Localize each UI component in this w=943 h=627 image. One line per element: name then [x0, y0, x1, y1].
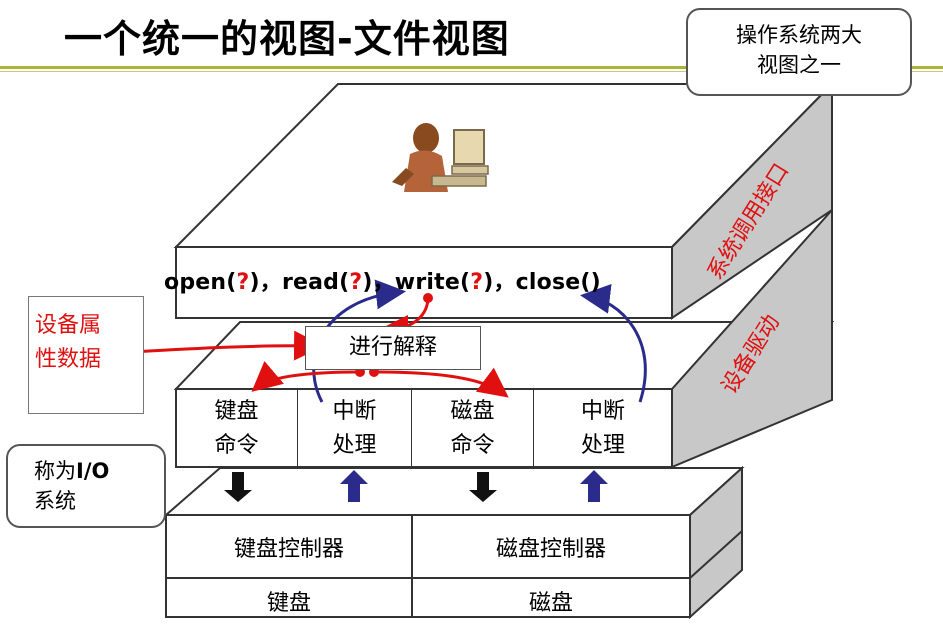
disk-device: 磁盘 [528, 591, 573, 616]
open-arg: ? [236, 270, 250, 295]
separator: )， [483, 270, 516, 295]
cell-line1: 中断 [332, 399, 377, 424]
cell-line1: 中断 [580, 399, 625, 424]
io-prefix: 称为 [34, 459, 76, 483]
open-call: open( [164, 270, 237, 295]
cell-line1: 磁盘 [450, 399, 495, 424]
keyboard-irq-up-arrow-icon [340, 470, 368, 502]
keyboard-device: 键盘 [266, 591, 311, 616]
syscall-layer [173, 81, 835, 320]
os-views-callout: 操作系统两大 视图之一 [686, 8, 912, 96]
device-note-line1: 设备属 [35, 313, 102, 338]
close-call: close() [515, 270, 601, 295]
interrupt-arrow-right [580, 283, 647, 403]
disk-controller: 磁盘控制器 [495, 537, 606, 562]
cell-line2: 命令 [214, 433, 259, 458]
read-arg: ? [349, 270, 363, 295]
io-term: I/O [76, 459, 110, 483]
disk-cmd-down-arrow-icon [469, 472, 497, 502]
user-at-computer-icon [392, 123, 489, 192]
disk-cmd-arrow [371, 367, 509, 398]
disk-irq-up-arrow-icon [580, 470, 608, 502]
cell-line1: 键盘 [214, 399, 259, 424]
syscall-functions: open(?)，read(?)，write(?)，close() [164, 264, 601, 296]
device-note-line2: 性数据 [35, 347, 102, 372]
io-line2: 系统 [34, 489, 76, 513]
device-attribute-note: 设备属 性数据 [28, 296, 144, 414]
write-call: write( [394, 270, 471, 295]
separator: )， [362, 270, 395, 295]
separator: )， [249, 270, 282, 295]
title-divider-thin [0, 71, 943, 72]
keyboard-command-cell: 键盘 命令 [176, 389, 298, 467]
write-arg: ? [470, 270, 484, 295]
page-title: 一个统一的视图-文件视图 [64, 17, 510, 61]
keyboard-controller: 键盘控制器 [233, 537, 344, 562]
disk-command-cell: 磁盘 命令 [412, 389, 534, 467]
title-divider [0, 66, 943, 69]
keyboard-interrupt-cell: 中断 处理 [298, 389, 412, 467]
cell-line2: 命令 [450, 433, 495, 458]
disk-interrupt-cell: 中断 处理 [534, 389, 672, 467]
io-system-callout: 称为I/O 系统 [6, 444, 166, 528]
os-views-line1: 操作系统两大 [736, 23, 862, 47]
cell-line2: 处理 [332, 433, 377, 458]
interpret-box: 进行解释 [305, 326, 481, 370]
keyboard-cmd-down-arrow-icon [224, 472, 252, 502]
os-views-line2: 视图之一 [757, 53, 841, 77]
keyboard-cmd-arrow [251, 361, 361, 392]
cell-line2: 处理 [580, 433, 625, 458]
read-call: read( [281, 270, 350, 295]
device-data-arrow [131, 330, 324, 361]
